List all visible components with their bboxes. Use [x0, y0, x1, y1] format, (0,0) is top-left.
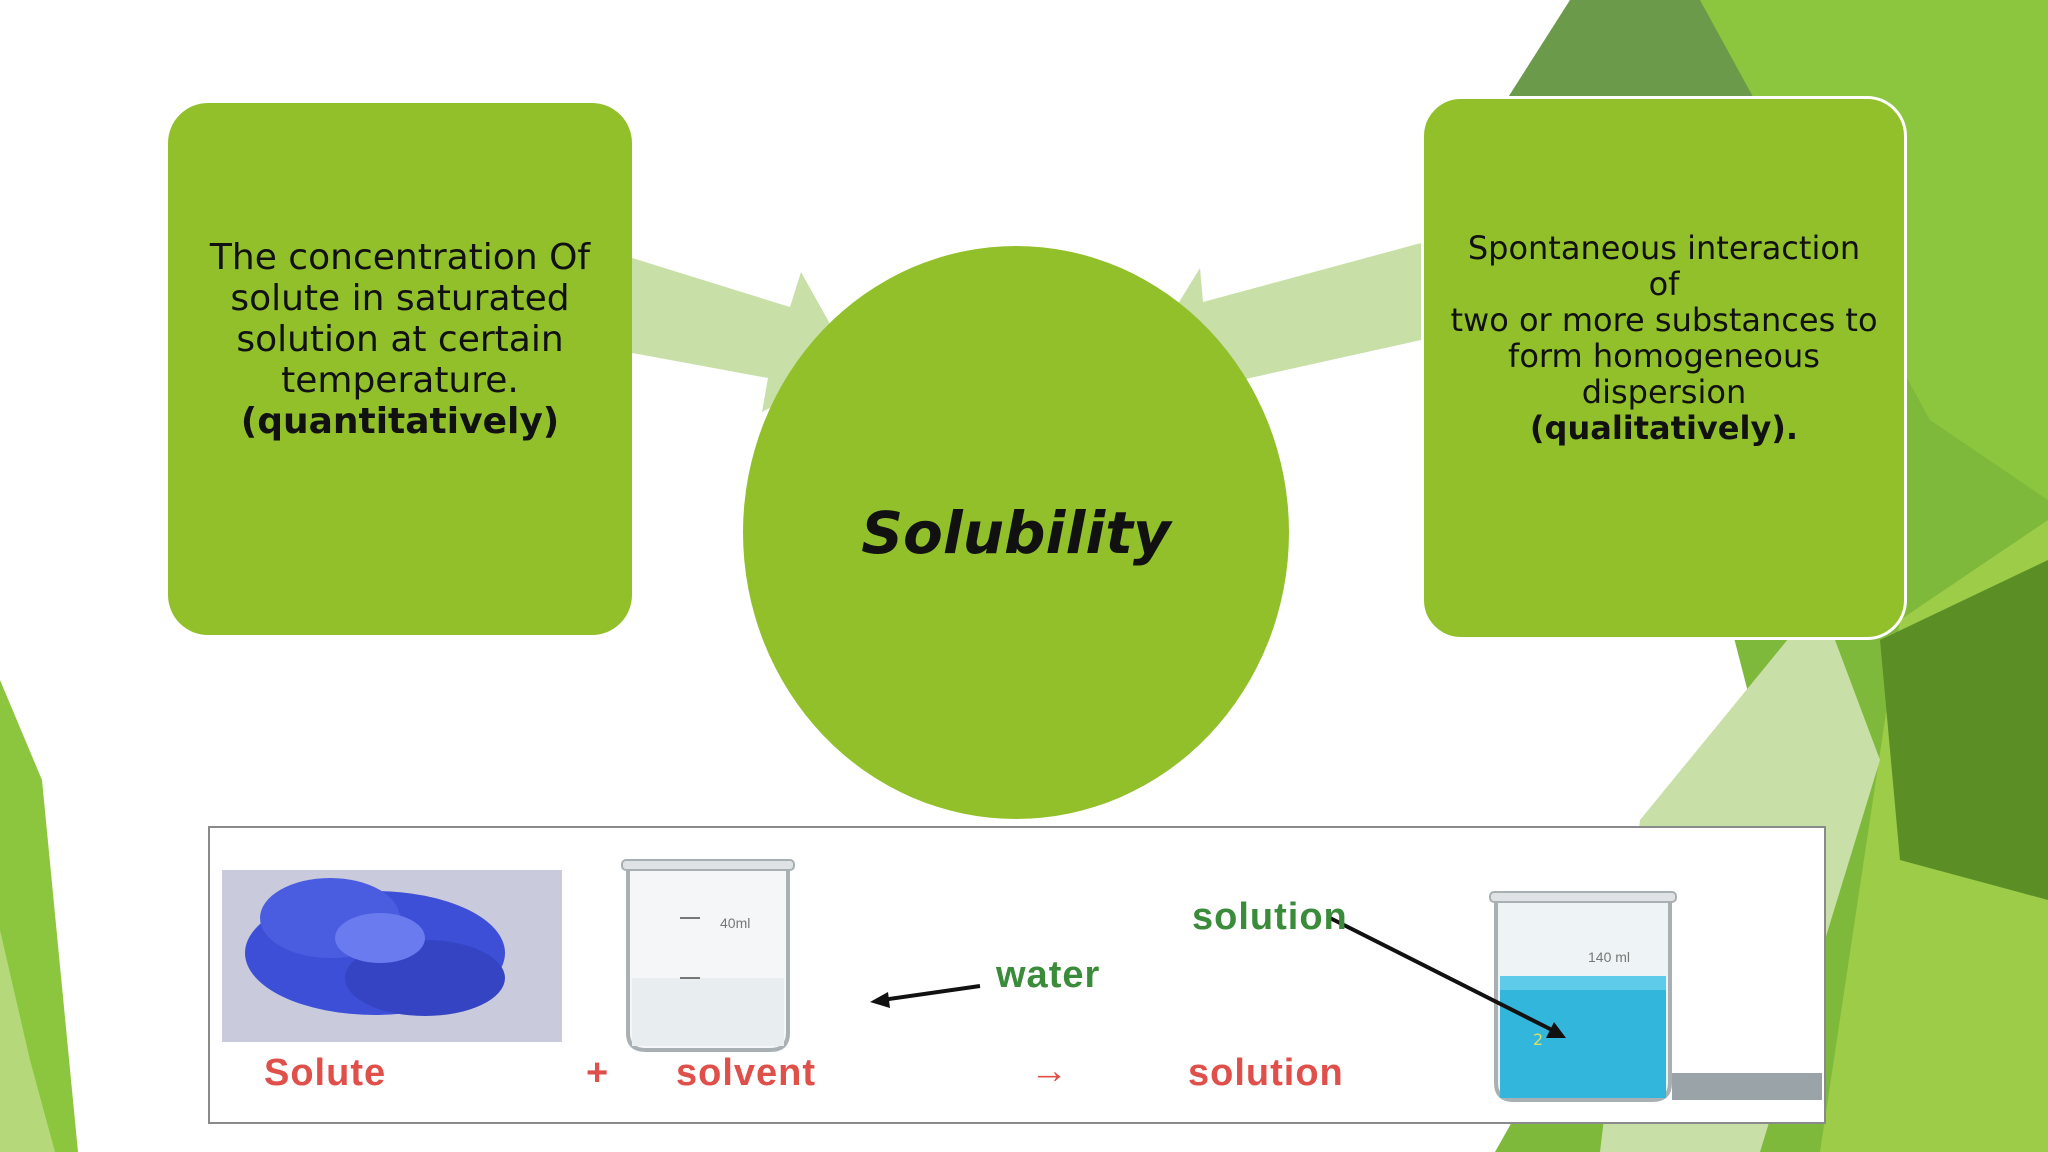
definition-quantitative-text: The concentration Of solute in saturated… [210, 237, 590, 442]
solubility-title: Solubility [861, 498, 1171, 567]
plus-sign: + [586, 1052, 610, 1094]
right-line-1: Spontaneous interaction of [1467, 229, 1861, 303]
definition-qualitative-text: Spontaneous interaction of two or more s… [1448, 230, 1880, 446]
left-line-4: temperature. [281, 359, 519, 401]
left-line-2: solute in saturated [230, 277, 570, 319]
right-line-2: two or more substances to [1450, 301, 1878, 339]
solution-pointer-head [1546, 1022, 1566, 1038]
solution-label-bottom: solution [1188, 1052, 1344, 1094]
right-line-4: dispersion [1581, 373, 1747, 411]
definition-qualitative-box: Spontaneous interaction of two or more s… [1421, 96, 1907, 640]
solution-pointer [1329, 916, 1557, 1034]
right-emphasis: (qualitatively). [1529, 409, 1799, 447]
definition-quantitative-box: The concentration Of solute in saturated… [168, 103, 632, 635]
solution-beaker [1489, 891, 1822, 1102]
illustration-graphics: 40ml 140 ml [222, 859, 1822, 1102]
water-pointer-head [870, 992, 890, 1008]
bg-right-dark [1880, 560, 2048, 900]
water-pointer [881, 984, 981, 1002]
water-label: water [996, 954, 1101, 996]
solvent-label: solvent [676, 1052, 817, 1094]
reaction-arrow: → [1030, 1050, 1069, 1092]
left-line-1: The concentration Of [209, 236, 591, 278]
solution-label-top: solution [1192, 896, 1348, 938]
page-number: 2 [1533, 1030, 1544, 1049]
right-line-3: form homogeneous [1508, 337, 1820, 375]
solute-label: Solute [264, 1052, 387, 1094]
solution-illustration: 40ml 140 ml Solute + solvent → solution … [208, 826, 1826, 1124]
solute-crystals [245, 878, 505, 1016]
bg-left-pale [0, 930, 55, 1152]
solubility-circle: Solubility [743, 246, 1289, 819]
left-emphasis: (quantitatively) [240, 400, 560, 442]
left-line-3: solution at certain [236, 318, 564, 360]
water-beaker [621, 859, 795, 1052]
beaker1-mark: 40ml [720, 915, 750, 931]
beaker2-mark: 140 ml [1588, 949, 1630, 965]
